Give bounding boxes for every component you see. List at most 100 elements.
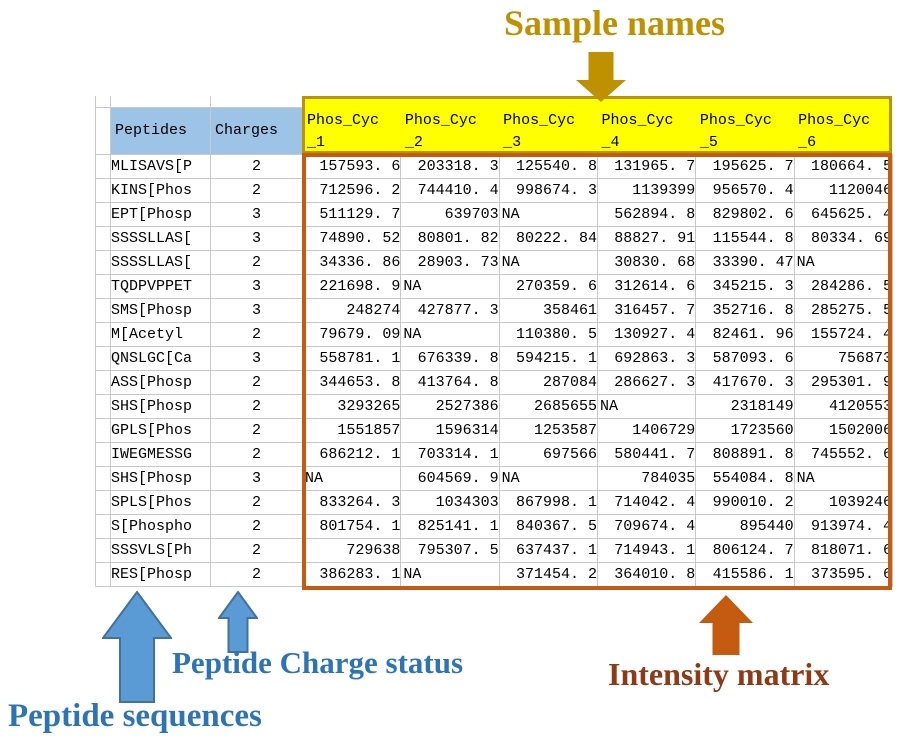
intensity-cell[interactable]: 714042. 4: [596, 490, 697, 515]
intensity-cell[interactable]: 998674. 3: [498, 178, 598, 203]
intensity-cell[interactable]: 131965. 7: [596, 154, 697, 179]
sample-column-header-3[interactable]: Phos_Cyc_3: [499, 107, 598, 155]
intensity-cell[interactable]: NA: [498, 250, 598, 275]
intensity-cell[interactable]: 352716. 8: [695, 298, 795, 323]
intensity-cell[interactable]: 30830. 68: [596, 250, 697, 275]
intensity-cell[interactable]: 28903. 73: [400, 250, 500, 275]
intensity-cell[interactable]: 286627. 3: [596, 370, 697, 395]
intensity-cell[interactable]: 284286. 5: [793, 274, 893, 299]
intensity-cell[interactable]: 80334. 69: [793, 226, 893, 251]
intensity-cell[interactable]: 562894. 8: [596, 202, 697, 227]
intensity-cell[interactable]: 180664. 5: [793, 154, 893, 179]
charge-cell[interactable]: 2: [210, 370, 303, 395]
intensity-cell[interactable]: 157593. 6: [301, 154, 402, 179]
intensity-cell[interactable]: 745552. 6: [793, 442, 893, 467]
intensity-cell[interactable]: 714943. 1: [596, 538, 697, 563]
intensity-cell[interactable]: 195625. 7: [695, 154, 795, 179]
charge-cell[interactable]: 2: [210, 538, 303, 563]
charge-cell[interactable]: 3: [210, 346, 303, 371]
intensity-cell[interactable]: NA: [596, 394, 697, 419]
intensity-cell[interactable]: 825141. 1: [400, 514, 500, 539]
intensity-cell[interactable]: 709674. 4: [596, 514, 697, 539]
intensity-cell[interactable]: 712596. 2: [301, 178, 402, 203]
intensity-cell[interactable]: 270359. 6: [498, 274, 598, 299]
intensity-cell[interactable]: 2318149: [695, 394, 795, 419]
intensity-cell[interactable]: 3293265: [301, 394, 402, 419]
sample-column-header-5[interactable]: Phos_Cyc_5: [695, 107, 795, 155]
intensity-cell[interactable]: 248274: [301, 298, 402, 323]
intensity-cell[interactable]: 80222. 84: [498, 226, 598, 251]
intensity-cell[interactable]: 729638: [301, 538, 402, 563]
charge-cell[interactable]: 2: [210, 442, 303, 467]
intensity-cell[interactable]: 587093. 6: [695, 346, 795, 371]
peptide-cell[interactable]: S[Phospho: [110, 514, 211, 539]
intensity-cell[interactable]: 833264. 3: [301, 490, 402, 515]
intensity-cell[interactable]: 115544. 8: [695, 226, 795, 251]
peptide-cell[interactable]: QNSLGC[Ca: [110, 346, 211, 371]
charge-cell[interactable]: 2: [210, 418, 303, 443]
peptide-cell[interactable]: RES[Phosp: [110, 562, 211, 587]
charge-cell[interactable]: 2: [210, 394, 303, 419]
peptide-cell[interactable]: SSSSLLAS[: [110, 226, 211, 251]
intensity-cell[interactable]: 125540. 8: [498, 154, 598, 179]
intensity-cell[interactable]: 386283. 1: [301, 562, 402, 587]
intensity-cell[interactable]: 756873: [793, 346, 893, 371]
intensity-cell[interactable]: 413764. 8: [400, 370, 500, 395]
intensity-cell[interactable]: 686212. 1: [301, 442, 402, 467]
intensity-cell[interactable]: NA: [400, 274, 500, 299]
peptide-cell[interactable]: SHS[Phosp: [110, 394, 211, 419]
intensity-cell[interactable]: 676339. 8: [400, 346, 500, 371]
intensity-cell[interactable]: 74890. 52: [301, 226, 402, 251]
intensity-cell[interactable]: 703314. 1: [400, 442, 500, 467]
intensity-cell[interactable]: 795307. 5: [400, 538, 500, 563]
intensity-cell[interactable]: 155724. 4: [793, 322, 893, 347]
intensity-cell[interactable]: 2685655: [498, 394, 598, 419]
charges-column-header[interactable]: Charges: [210, 106, 303, 155]
intensity-cell[interactable]: NA: [400, 322, 500, 347]
intensity-cell[interactable]: 808891. 8: [695, 442, 795, 467]
intensity-cell[interactable]: 415586. 1: [695, 562, 795, 587]
intensity-cell[interactable]: 580441. 7: [596, 442, 697, 467]
peptide-cell[interactable]: MLISAVS[P: [110, 154, 211, 179]
intensity-cell[interactable]: 316457. 7: [596, 298, 697, 323]
intensity-cell[interactable]: 594215. 1: [498, 346, 598, 371]
intensity-cell[interactable]: 818071. 6: [793, 538, 893, 563]
intensity-cell[interactable]: 784035: [596, 466, 697, 491]
intensity-cell[interactable]: 4120553: [793, 394, 893, 419]
intensity-cell[interactable]: 867998. 1: [498, 490, 598, 515]
intensity-cell[interactable]: 79679. 09: [301, 322, 402, 347]
intensity-cell[interactable]: 371454. 2: [498, 562, 598, 587]
peptide-cell[interactable]: SMS[Phosp: [110, 298, 211, 323]
charge-cell[interactable]: 3: [210, 202, 303, 227]
intensity-cell[interactable]: 312614. 6: [596, 274, 697, 299]
intensity-cell[interactable]: 1502006: [793, 418, 893, 443]
intensity-cell[interactable]: 840367. 5: [498, 514, 598, 539]
sample-column-header-6[interactable]: Phos_Cyc_6: [794, 107, 893, 155]
intensity-cell[interactable]: 285275. 5: [793, 298, 893, 323]
intensity-cell[interactable]: 1253587: [498, 418, 598, 443]
intensity-cell[interactable]: 345215. 3: [695, 274, 795, 299]
sample-column-header-1[interactable]: Phos_Cyc_1: [302, 107, 401, 155]
intensity-cell[interactable]: 692863. 3: [596, 346, 697, 371]
intensity-cell[interactable]: NA: [498, 202, 598, 227]
peptide-cell[interactable]: GPLS[Phos: [110, 418, 211, 443]
intensity-cell[interactable]: 82461. 96: [695, 322, 795, 347]
intensity-cell[interactable]: 645625. 4: [793, 202, 893, 227]
intensity-cell[interactable]: 1139399: [596, 178, 697, 203]
intensity-cell[interactable]: NA: [301, 466, 402, 491]
peptide-cell[interactable]: SSSVLS[Ph: [110, 538, 211, 563]
intensity-cell[interactable]: NA: [793, 250, 893, 275]
intensity-cell[interactable]: 427877. 3: [400, 298, 500, 323]
intensity-cell[interactable]: NA: [793, 466, 893, 491]
intensity-cell[interactable]: 956570. 4: [695, 178, 795, 203]
charge-cell[interactable]: 2: [210, 514, 303, 539]
intensity-cell[interactable]: NA: [498, 466, 598, 491]
peptide-cell[interactable]: SSSSLLAS[: [110, 250, 211, 275]
charge-cell[interactable]: 2: [210, 490, 303, 515]
intensity-cell[interactable]: 744410. 4: [400, 178, 500, 203]
intensity-cell[interactable]: 33390. 47: [695, 250, 795, 275]
intensity-cell[interactable]: 2527386: [400, 394, 500, 419]
intensity-cell[interactable]: 913974. 4: [793, 514, 893, 539]
peptides-column-header[interactable]: Peptides: [110, 106, 211, 155]
intensity-cell[interactable]: 344653. 8: [301, 370, 402, 395]
